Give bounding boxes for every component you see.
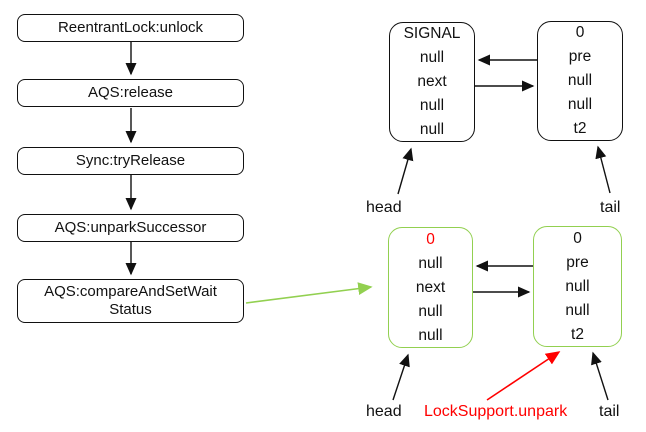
- node-field-pre: pre: [568, 48, 592, 65]
- node-field-pre: null: [419, 49, 445, 66]
- flow-node-reentrantlock-unlock: ReentrantLock:unlock: [17, 14, 244, 42]
- node-field-pre: null: [418, 254, 443, 272]
- node-field-nextwaiter: null: [565, 301, 590, 319]
- node-field-pre: pre: [566, 253, 589, 271]
- before-head-arrow: [397, 147, 414, 195]
- node-field-thread: t2: [571, 325, 584, 343]
- node-field-waitstatus: 0: [573, 229, 582, 247]
- node-field-next: null: [565, 277, 590, 295]
- flow-node-label-line2: Status: [109, 301, 152, 318]
- node-field-waitstatus: 0: [575, 24, 585, 41]
- green-pointer-arrow: [245, 282, 373, 304]
- node-field-nextwaiter: null: [567, 96, 593, 113]
- after-tail-node: 0 pre null null t2: [533, 226, 622, 347]
- locksupport-unpark-label: LockSupport.unpark: [424, 403, 568, 420]
- before-tail-node: 0 pre null null t2: [537, 21, 623, 141]
- before-tail-label: tail: [600, 199, 621, 216]
- flow-node-aqs-unparksuccessor: AQS:unparkSuccessor: [17, 214, 244, 242]
- node-field-thread: t2: [573, 120, 587, 137]
- node-field-nextwaiter: null: [418, 302, 443, 320]
- flow-node-label-line1: AQS:compareAndSetWait: [44, 283, 217, 300]
- node-field-nextwaiter: null: [419, 97, 445, 114]
- flow-node-sync-tryrelease: Sync:tryRelease: [17, 147, 244, 175]
- node-field-waitstatus: 0: [426, 230, 435, 248]
- node-field-thread: null: [418, 326, 443, 344]
- before-tail-arrow: [595, 145, 611, 194]
- before-head-label: head: [366, 199, 402, 216]
- before-head-node: SIGNAL null next null null: [389, 22, 475, 142]
- flow-node-aqs-release: AQS:release: [17, 79, 244, 107]
- flow-node-aqs-compareandsetwaitstatus: AQS:compareAndSetWait Status: [17, 279, 244, 323]
- node-field-next: next: [417, 73, 447, 90]
- node-field-next: null: [567, 72, 593, 89]
- node-field-waitstatus: SIGNAL: [403, 25, 461, 42]
- after-tail-arrow: [591, 351, 609, 401]
- after-head-node: 0 null next null null: [388, 227, 473, 348]
- after-head-arrow: [392, 353, 410, 401]
- after-tail-label: tail: [599, 403, 620, 420]
- node-field-thread: null: [419, 121, 445, 138]
- unpark-arrow: [486, 351, 561, 401]
- after-head-label: head: [366, 403, 402, 420]
- node-field-next: next: [415, 278, 446, 296]
